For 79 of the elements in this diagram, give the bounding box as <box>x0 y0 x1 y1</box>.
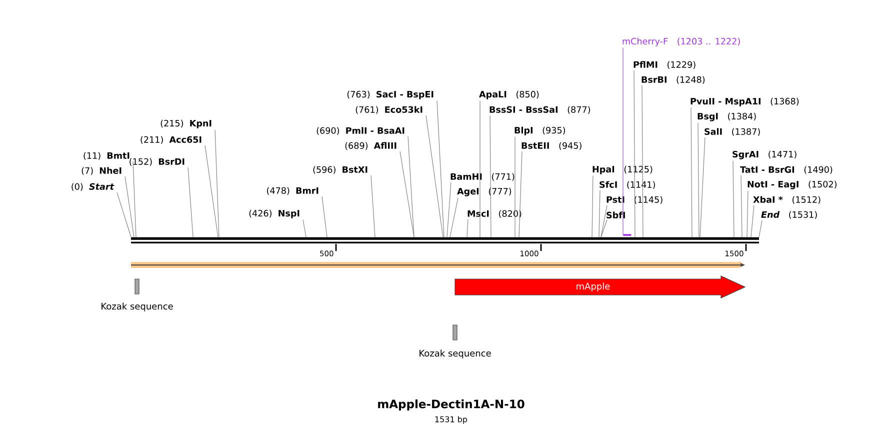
leader-line <box>700 137 706 238</box>
leader-line <box>204 145 218 238</box>
leader-line <box>400 151 414 238</box>
site-label: BsgI (1384) <box>698 112 756 122</box>
leader-line <box>600 205 608 238</box>
kozak-feature: Kozak sequence <box>420 324 491 358</box>
leader-line <box>450 198 458 238</box>
site-label: BamHI (771) <box>450 173 514 181</box>
leader-line <box>600 220 608 238</box>
site-label: ApaLI (850) <box>479 90 539 100</box>
site-label: BssSI - BssSaI (877) <box>490 106 590 114</box>
site-label: BlpI (935) <box>514 126 565 136</box>
leader-line <box>426 115 444 238</box>
site-label: (211) Acc65I <box>140 136 202 144</box>
site-label: (478) BmrI <box>267 187 318 195</box>
leader-line <box>622 47 624 236</box>
leader-line <box>490 115 492 238</box>
site-label: SgrAI (1471) <box>732 150 796 160</box>
site-label: BstEII (945) <box>522 142 582 150</box>
sequence-feature <box>130 261 745 268</box>
leader-line <box>690 107 692 238</box>
site-label: (0) Start <box>72 183 114 191</box>
site-label: (690) PmlI - BsaAI <box>316 127 404 135</box>
leader-line <box>436 100 444 238</box>
leader-line <box>370 175 376 238</box>
primer-label: mCherry-F (1203 .. 1222) <box>622 38 740 46</box>
leader-line <box>322 196 328 238</box>
site-label: SbfI <box>606 212 625 218</box>
leader-line <box>124 176 134 238</box>
leader-line <box>598 190 600 238</box>
site-label: PflMI (1229) <box>634 61 696 69</box>
site-label: SalI (1387) <box>704 128 760 136</box>
map-title: mApple-Dectin1A-N-10 <box>378 399 524 411</box>
leader-line <box>116 192 132 238</box>
leader-line <box>698 122 700 238</box>
site-label: PstI (1145) <box>606 196 662 204</box>
leader-line <box>408 136 414 238</box>
sequence-map <box>131 237 759 244</box>
site-label: (596) BstXI <box>313 166 368 174</box>
site-label: (761) Eco53kI <box>356 106 422 114</box>
leader-line <box>642 85 644 238</box>
site-label: (215) KpnI <box>160 120 212 128</box>
leader-line <box>514 136 516 238</box>
leader-line <box>132 161 136 238</box>
site-label: (152) BsrDI <box>130 158 184 166</box>
site-label: SfcI (1141) <box>600 181 655 189</box>
leader-line <box>746 190 748 238</box>
leader-line <box>732 160 734 238</box>
site-label: HpaI (1125) <box>592 166 652 174</box>
leader-line <box>740 175 742 238</box>
leader-line <box>302 219 306 238</box>
site-label: AgeI (777) <box>457 188 512 196</box>
site-label: End (1531) <box>761 211 817 219</box>
node-label: Kozak sequence <box>420 350 491 358</box>
site-label: (426) NspI <box>249 210 300 218</box>
primer-mark <box>623 234 632 236</box>
node-label: Kozak sequence <box>102 302 173 312</box>
leader-line <box>446 182 452 238</box>
site-label: (11) BmtI <box>84 152 130 160</box>
leader-line <box>518 151 522 238</box>
leader-line <box>466 219 468 238</box>
gene-feature: mApple <box>454 276 746 298</box>
leader-line <box>214 129 220 238</box>
site-label: (7) NheI <box>82 167 122 175</box>
site-label: (689) AflIII <box>345 142 396 150</box>
site-label: NotI - EagI (1502) <box>748 180 836 190</box>
leader-line <box>188 167 194 238</box>
leader-line <box>634 70 636 238</box>
site-label: XbaI * (1512) <box>753 196 820 204</box>
site-label: MscI (820) <box>468 210 522 218</box>
site-label: PvuII - MspA1I (1368) <box>690 98 799 106</box>
leader-line <box>758 220 762 238</box>
leader-line <box>592 175 594 238</box>
site-label: BsrBI (1248) <box>642 76 705 84</box>
site-label: TatI - BsrGI (1490) <box>740 166 832 174</box>
map-caption: 1531 bp <box>435 416 468 424</box>
leader-line <box>750 205 754 238</box>
kozak-feature: Kozak sequence <box>102 278 173 312</box>
site-label: (763) SacI - BspEI <box>347 90 434 100</box>
